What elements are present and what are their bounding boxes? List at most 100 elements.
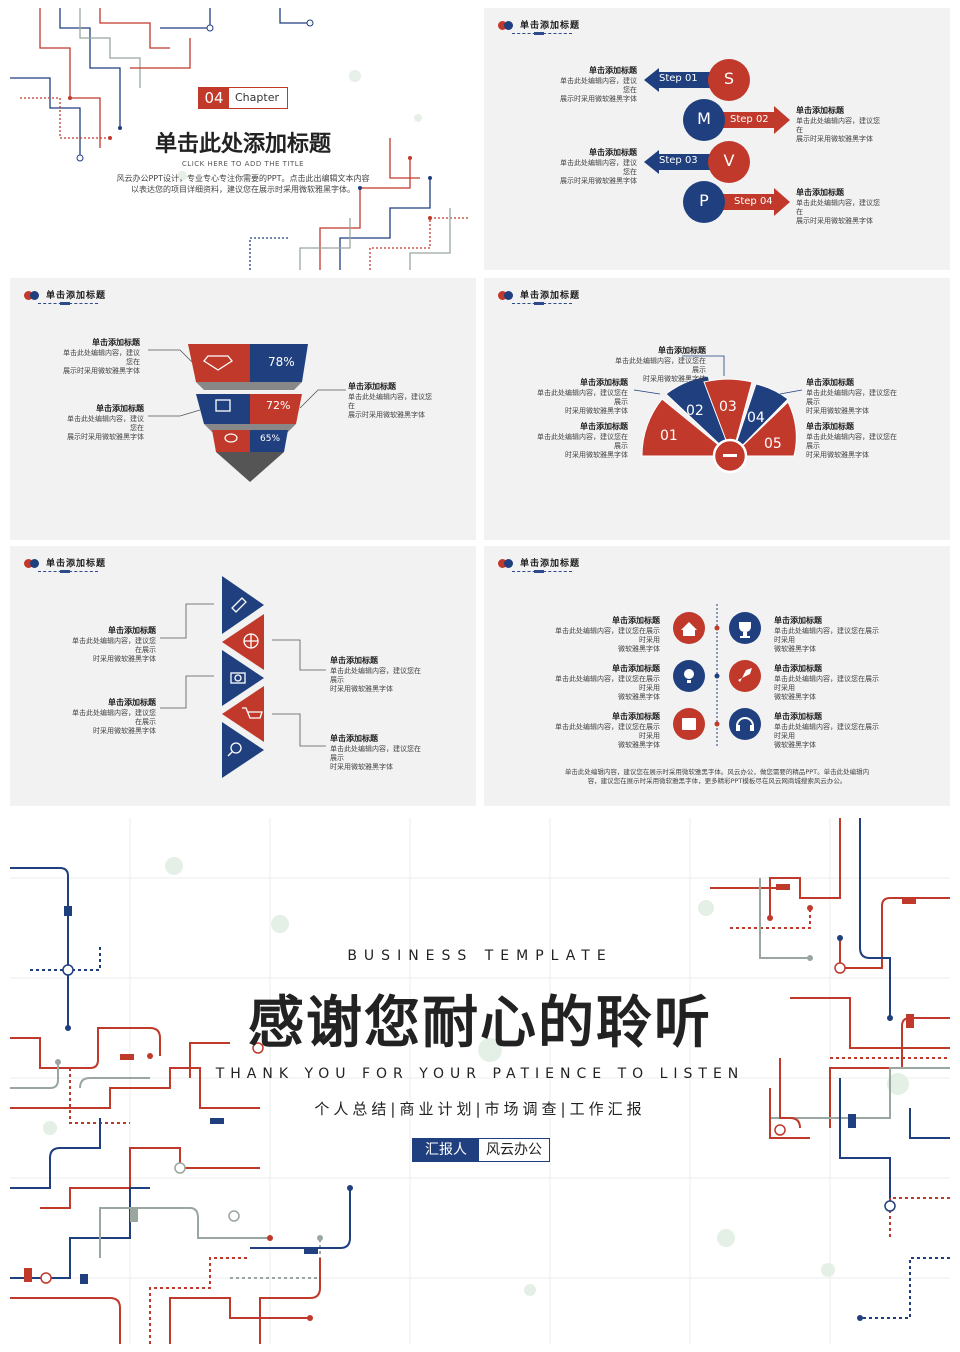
fan-diagram	[633, 355, 803, 474]
percent-label: 72%	[266, 399, 291, 412]
business-template-label: BUSINESS TEMPLATE	[347, 948, 613, 964]
text-block-line: 展示时采用微软雅黑字体	[67, 433, 144, 441]
text-block-line: 单击此处编辑内容，建议您在展示时采用	[555, 627, 660, 644]
slide-funnel[interactable]: 单击添加标题 78% 72% 65% 单击添加标题单击此处编辑内容，建议您在展示…	[10, 278, 476, 540]
text-block: 单击添加标题单击此处编辑内容，建议您在展示时采用微软雅黑字体	[532, 378, 628, 416]
text-block-line: 微软雅黑字体	[774, 693, 816, 701]
text-block-heading: 单击添加标题	[774, 664, 822, 673]
text-block-line: 单击此处编辑内容，建议您在展示时采用	[774, 675, 879, 692]
header-underline	[38, 570, 98, 573]
slide-header: 单击添加标题	[24, 288, 106, 301]
reporter-label: 汇报人	[413, 1139, 479, 1161]
text-block-line: 单击此处编辑内容，建议您在展示时采用	[555, 723, 660, 740]
text-block-heading: 单击添加标题	[92, 338, 140, 347]
chapter-body-line: 以表达您的项目详细资料，建议您在展示时采用微软雅黑字体。	[131, 185, 355, 194]
chapter-number: 04	[199, 88, 229, 108]
fan-number: 05	[764, 436, 782, 452]
text-block-line: 单击此处编辑内容，建议您在展示	[537, 389, 628, 406]
text-block-heading: 单击添加标题	[774, 712, 822, 721]
text-block: 单击添加标题单击此处编辑内容，建议您在展示时采用微软雅黑字体	[610, 346, 706, 384]
text-block-line: 时采用微软雅黑字体	[330, 763, 393, 771]
header-underline	[512, 32, 572, 35]
slide-icons[interactable]: 单击添加标题 单击添加标题单击此处编辑内容，建议您在展示时采用微软雅黑字体 单击…	[484, 546, 950, 806]
slide-fan[interactable]: 单击添加标题 01 02 03 04 05 单击添加标题单击此处编辑内容，建议您…	[484, 278, 950, 540]
fan-number: 02	[686, 403, 704, 419]
text-block: 单击添加标题单击此处编辑内容，建议您在展示时采用微软雅黑字体	[550, 616, 660, 654]
text-block-line: 单击此处编辑内容，建议您在展示	[806, 433, 897, 450]
text-block-line: 单击此处编辑内容，建议您在	[67, 415, 144, 432]
letter-s: S	[723, 69, 735, 88]
percent-label: 78%	[268, 355, 295, 369]
text-block-line: 时采用微软雅黑字体	[565, 407, 628, 415]
text-block-line: 单击此处编辑内容，建议您在展示	[615, 357, 706, 374]
text-block-line: 单击此处编辑内容，建议您在展示时采用	[774, 723, 879, 740]
thanks-subtitle: THANK YOU FOR YOUR PATIENCE TO LISTEN	[215, 1066, 745, 1082]
reporter-badge: 汇报人 风云办公	[412, 1138, 550, 1162]
text-block-line: 单击此处编辑内容，建议您在展示	[330, 745, 421, 762]
text-block: 单击添加标题单击此处编辑内容，建议您在展示时采用微软雅黑字体	[550, 712, 660, 750]
text-block-line: 时采用微软雅黑字体	[806, 407, 869, 415]
chapter-body: 风云办公PPT设计，专业专心专注你需要的PPT。点击此出编辑文本内容 以表达您的…	[90, 173, 396, 195]
text-block-line: 时采用微软雅黑字体	[330, 685, 393, 693]
reporter-name: 风云办公	[486, 1142, 542, 1158]
text-block: 单击添加标题单击此处编辑内容，建议您在展示时采用微软雅黑字体	[796, 106, 886, 144]
text-block: 单击添加标题单击此处编辑内容，建议您在展示时采用微软雅黑字体	[774, 616, 884, 654]
text-block: 单击添加标题单击此处编辑内容，建议您在展示时采用微软雅黑字体	[68, 698, 156, 736]
text-block-line: 展示时采用微软雅黑字体	[63, 367, 140, 375]
icons-footer: 单击此处编辑内容，建议您在展示时采用微软雅黑字体。风云办公，做您需要的精品PPT…	[524, 768, 910, 786]
text-block-heading: 单击添加标题	[774, 616, 822, 625]
letter-p: P	[699, 191, 709, 210]
text-block: 单击添加标题单击此处编辑内容，建议您在展示时采用微软雅黑字体	[62, 404, 144, 442]
text-block: 单击添加标题单击此处编辑内容，建议您在展示时采用微软雅黑字体	[796, 188, 886, 226]
text-block-heading: 单击添加标题	[796, 106, 844, 115]
slide-header: 单击添加标题	[24, 556, 106, 569]
step-label: Step 04	[734, 196, 773, 207]
footer-line: 容，建议您在展示时采用微软雅黑字体，更多精彩PPT模板尽在风云网商城搜索风云办公…	[587, 777, 847, 785]
slide-smvp[interactable]: 单击添加标题 S M V P Step 01 Step 02 Step 03 S…	[484, 8, 950, 270]
header-dots-icon	[24, 558, 42, 569]
icons-diagram	[673, 604, 761, 746]
chapter-label: Chapter	[235, 91, 279, 104]
chapter-title: 单击此处添加标题	[154, 132, 331, 157]
slide-header-text: 单击添加标题	[46, 291, 107, 301]
slide-thanks[interactable]: BUSINESS TEMPLATE 感谢您耐心的聆听 THANK YOU FOR…	[10, 818, 950, 1344]
text-block-line: 单击此处编辑内容，建议您在	[796, 199, 880, 216]
slide-chapter[interactable]: 04 Chapter 单击此处添加标题 CLICK HERE TO ADD TH…	[10, 8, 476, 270]
text-block-line: 微软雅黑字体	[774, 741, 816, 749]
header-dots-icon	[498, 558, 516, 569]
text-block-heading: 单击添加标题	[796, 188, 844, 197]
text-block: 单击添加标题单击此处编辑内容，建议您在展示时采用微软雅黑字体	[806, 378, 902, 416]
text-block: 单击添加标题单击此处编辑内容，建议您在展示时采用微软雅黑字体	[330, 656, 422, 694]
text-block-line: 单击此处编辑内容，建议您在展示	[72, 709, 156, 726]
letter-v: V	[723, 151, 735, 170]
text-block-line: 时采用微软雅黑字体	[643, 375, 706, 383]
text-block-heading: 单击添加标题	[806, 378, 854, 387]
text-block-line: 时采用微软雅黑字体	[806, 451, 869, 459]
text-block-line: 单击此处编辑内容，建议您在	[63, 349, 140, 366]
text-block-line: 微软雅黑字体	[618, 741, 660, 749]
slide-header: 单击添加标题	[498, 288, 580, 301]
header-underline	[38, 302, 98, 305]
text-block: 单击添加标题单击此处编辑内容，建议您在展示时采用微软雅黑字体	[348, 382, 438, 420]
text-block-line: 微软雅黑字体	[618, 693, 660, 701]
header-dots-icon	[498, 290, 516, 301]
text-block-line: 单击此处编辑内容，建议您在	[560, 159, 637, 176]
slide-triangles[interactable]: 单击添加标题 单击添加标题单击此处编辑内容，建议您在展示时采用微软雅黑字体 单击…	[10, 546, 476, 806]
text-block-line: 单击此处编辑内容，建议您在展示时采用	[555, 675, 660, 692]
funnel-diagram	[148, 344, 346, 482]
text-block: 单击添加标题单击此处编辑内容，建议您在展示时采用微软雅黑字体	[559, 66, 637, 104]
text-block-line: 单击此处编辑内容，建议您在	[560, 77, 637, 94]
text-block-line: 展示时采用微软雅黑字体	[348, 411, 425, 419]
slide-header-text: 单击添加标题	[520, 559, 581, 569]
slide-header-text: 单击添加标题	[520, 21, 581, 31]
text-block-line: 时采用微软雅黑字体	[93, 655, 156, 663]
topic-tags: 个人总结|商业计划|市场调查|工作汇报	[314, 1100, 646, 1118]
fan-number: 04	[747, 410, 765, 426]
letter-m: M	[697, 109, 711, 128]
triangle-diagram	[160, 576, 326, 778]
text-block-heading: 单击添加标题	[612, 712, 660, 721]
thanks-title: 感谢您耐心的聆听	[248, 991, 712, 1056]
text-block-line: 单击此处编辑内容，建议您在展示	[72, 637, 156, 654]
text-block: 单击添加标题单击此处编辑内容，建议您在展示时采用微软雅黑字体	[774, 664, 884, 702]
text-block-heading: 单击添加标题	[806, 422, 854, 431]
